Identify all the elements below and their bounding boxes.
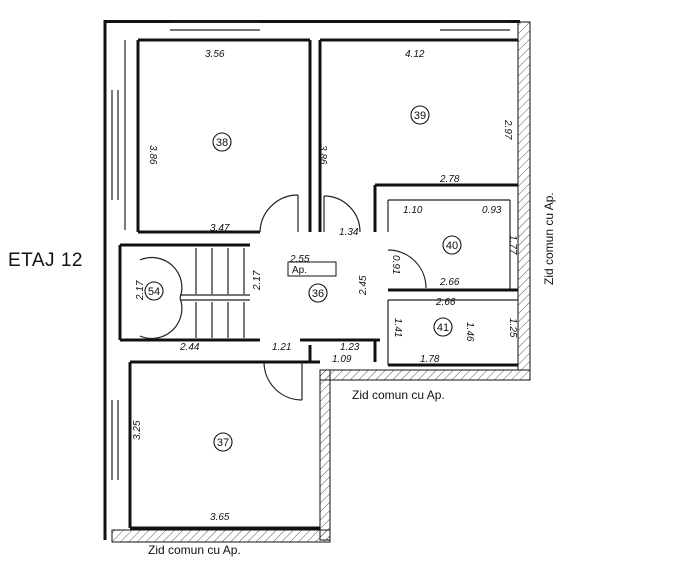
room-41-marker [433,317,453,337]
dim-1-10: 1.10 [403,205,423,216]
dim-2-97: 2.97 [502,119,513,140]
dim-1-25: 1.25 [507,318,518,338]
dim-2-17-stair: 2.17 [135,280,146,301]
dim-2-55: 2.55 [289,254,310,265]
room-36-number: 36 [312,288,324,300]
room-39-marker [410,105,430,125]
dim-2-66-b: 2.66 [435,297,456,308]
dim-1-09: 1.09 [332,354,352,365]
room-36-marker [308,283,328,303]
dim-2-45: 2.45 [358,275,369,296]
dimensions: 3.56 4.12 3.86 3.86 2.97 2.78 1.10 0.93 … [132,49,518,523]
doors [259,194,427,401]
room-54-number: 54 [148,286,160,298]
room-54-marker [144,281,164,301]
dim-3-47: 3.47 [210,223,230,234]
dim-1-21: 1.21 [272,342,291,353]
walls [103,20,520,540]
room-38-marker [212,132,232,152]
room-labels: 38 39 40 41 36 54 37 [144,105,462,452]
room-41-number: 41 [437,322,449,334]
staircase [139,248,250,340]
apartment-tag-text: Ap. [292,265,307,276]
dim-1-23: 1.23 [340,342,360,353]
shared-wall-middle: Zid comun cu Ap. [352,388,445,402]
dim-3-65: 3.65 [210,512,230,523]
room-40-number: 40 [446,240,458,252]
room-38-number: 38 [216,137,228,149]
dim-3-25: 3.25 [132,420,143,440]
dim-1-41: 1.41 [392,318,403,337]
exterior-walls [111,21,531,543]
dim-2-78: 2.78 [439,174,460,185]
dim-1-77: 1.77 [507,235,518,255]
dim-0-93: 0.93 [482,205,502,216]
dim-3-86-b: 3.86 [317,145,328,165]
shared-wall-labels: Zid comun cu Ap. Zid comun cu Ap. Zid co… [148,192,556,557]
room-39-number: 39 [414,110,426,122]
dim-3-56: 3.56 [205,49,225,60]
dim-2-17: 2.17 [252,270,263,291]
dim-1-46: 1.46 [464,322,475,342]
shared-wall-right: Zid comun cu Ap. [542,192,556,285]
room-40-marker [442,235,462,255]
dim-1-78: 1.78 [420,354,440,365]
dim-1-34: 1.34 [339,227,359,238]
dim-2-66-a: 2.66 [439,277,460,288]
dim-0-91: 0.91 [390,255,401,274]
dim-2-44: 2.44 [179,342,200,353]
shared-wall-bottom: Zid comun cu Ap. [148,543,241,557]
dim-4-12: 4.12 [405,49,425,60]
floor-label: ETAJ 12 [8,250,83,271]
apartment-tag: Ap. [287,261,337,277]
room-37-marker [213,432,233,452]
dim-3-86-a: 3.86 [147,145,158,165]
room-37-number: 37 [217,437,229,449]
